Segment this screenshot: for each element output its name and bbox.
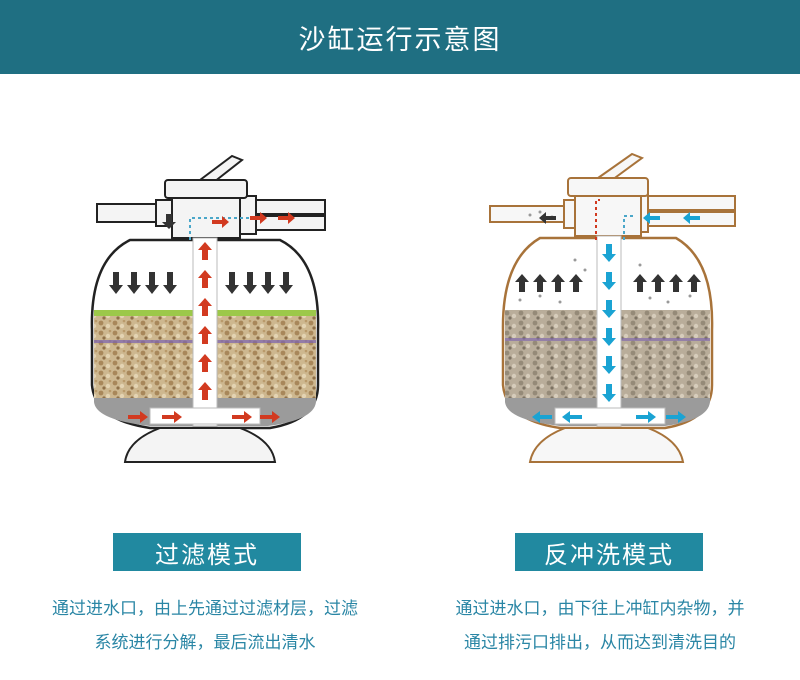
filter-mode-label: 过滤模式 — [113, 533, 301, 571]
backwash-mode-tank — [489, 152, 736, 463]
filter-flow-path — [189, 217, 250, 240]
backwash-down-arrows — [532, 212, 700, 423]
filter-mode-tank — [90, 154, 326, 463]
description-line: 系统进行分解，最后流出清水 — [94, 633, 316, 653]
waste-flow-path — [595, 199, 600, 240]
description-line: 通过进水口，由上先通过过滤材层，过滤 — [52, 599, 358, 619]
backwash-flow-path — [623, 215, 636, 240]
filter-up-arrows — [128, 212, 295, 423]
bottom-lateral — [554, 407, 666, 425]
right-outlet-pipe — [239, 195, 326, 235]
tank-stand — [528, 427, 685, 463]
sand-tank-diagram — [90, 152, 736, 463]
backwash-mode-label: 反冲洗模式 — [515, 533, 703, 571]
multiport-valve — [164, 154, 248, 239]
multiport-valve — [567, 152, 649, 237]
left-waste-pipe — [489, 199, 581, 229]
description-line: 通过排污口排出，从而达到清洗目的 — [464, 633, 736, 653]
page-title: 沙缸运行示意图 — [0, 0, 800, 74]
filter-mode-description: 通过进水口，由上先通过过滤材层，过滤 系统进行分解，最后流出清水 — [10, 592, 400, 660]
description-line: 通过进水口，由下往上冲缸内杂物，并 — [455, 599, 745, 619]
right-inlet-pipe — [631, 191, 736, 233]
up-arrows — [515, 212, 701, 292]
down-arrows — [109, 214, 293, 294]
tank-stand — [123, 427, 277, 463]
left-inlet-pipe — [96, 199, 173, 227]
backwash-mode-description: 通过进水口，由下往上冲缸内杂物，并 通过排污口排出，从而达到清洗目的 — [405, 592, 795, 660]
